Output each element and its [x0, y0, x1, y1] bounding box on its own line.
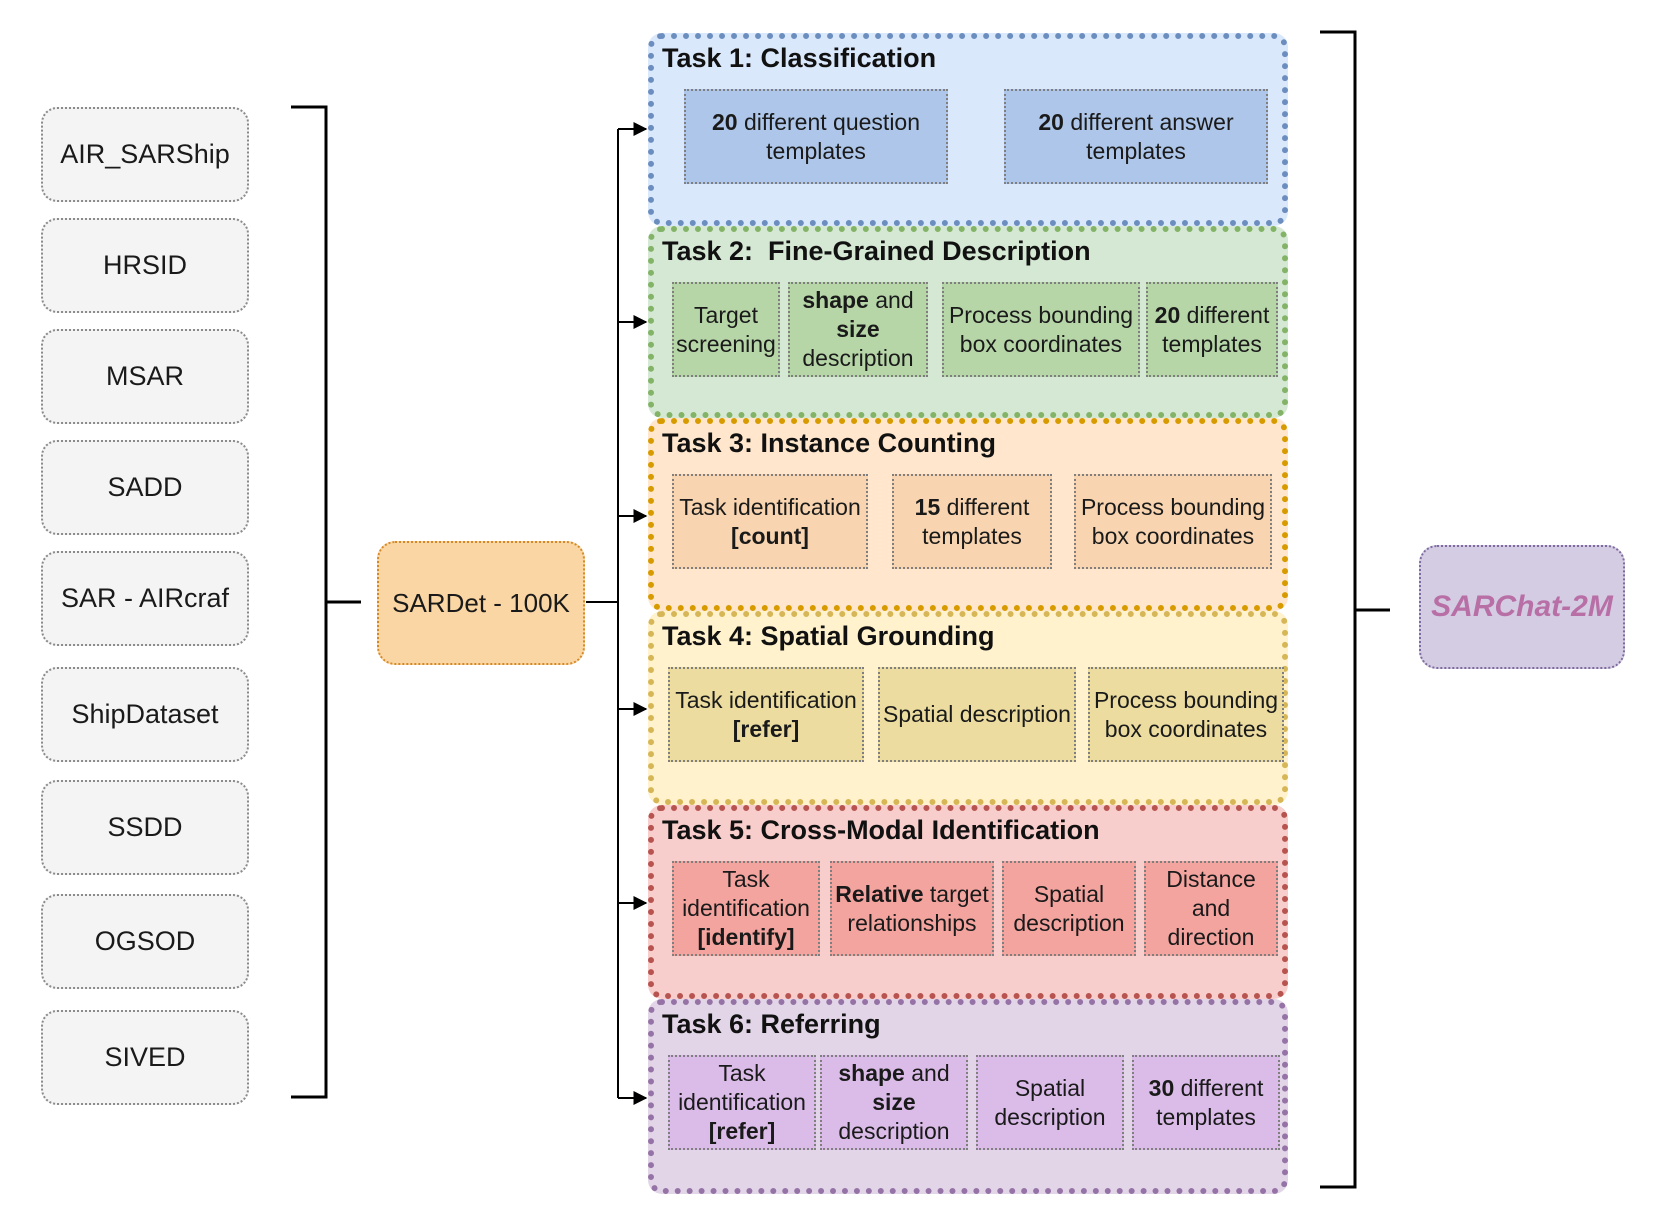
sardet-100k-node: SARDet - 100K	[377, 541, 585, 665]
tasks-bracket	[1320, 30, 1390, 1189]
task-6-item-1-text: Task identification	[678, 1060, 806, 1115]
task-1-item-1-text: different question templates	[737, 108, 921, 164]
source-sived: SIVED	[41, 1010, 249, 1105]
task-1-item-2-emph: 20	[1038, 108, 1064, 135]
task-5-item-2-emph: Relative	[835, 880, 924, 907]
task-6-item-2-text-a: and	[904, 1060, 950, 1086]
task-1-item-1-emph: 20	[711, 108, 738, 135]
task-3-item-2: 15 different templates	[892, 474, 1052, 569]
sarchat-2m-node: SARChat-2M	[1419, 545, 1625, 669]
task-6-item-2: shape and size description	[820, 1055, 968, 1150]
task-3-item-3-text: Process bounding box coordinates	[1080, 493, 1266, 549]
task-4-item-3: Process bounding box coordinates	[1088, 667, 1284, 762]
task-2-item-2-text-b: description	[802, 345, 914, 371]
task-5-item-2-text: target relationships	[847, 880, 989, 936]
task-5-item-4-text: Distance and direction	[1166, 866, 1256, 950]
task-2-item-3-text: Process bounding box coordinates	[948, 301, 1134, 357]
task-6-item-2-text-b: description	[838, 1118, 950, 1144]
task-5-item-3: Spatial description	[1002, 861, 1136, 956]
task-3-item-1-emph: [count]	[731, 522, 809, 549]
task-2-item-2-text-a: and	[868, 287, 914, 313]
task-2-item-2-emph-a: shape	[802, 287, 869, 313]
task-4-item-1: Task identification [refer]	[668, 667, 864, 762]
task-6-item-1: Task identification [refer]	[668, 1055, 816, 1150]
task-4-item-2-text: Spatial description	[883, 701, 1071, 727]
task-1-item-2: 20 different answer templates	[1004, 89, 1268, 184]
task-3-item-2-text: different templates	[922, 493, 1030, 549]
source-air-sarship: AIR_SARShip	[41, 107, 249, 202]
task-2-item-3: Process bounding box coordinates	[942, 282, 1140, 377]
task-connectors	[586, 122, 648, 1105]
task-2-item-4: 20 different templates	[1146, 282, 1278, 377]
task-6-item-2-emph-a: shape	[838, 1060, 905, 1086]
task-6-item-1-emph: [refer]	[708, 1118, 776, 1144]
task-3-item-1-text: Task identification	[679, 493, 861, 520]
task-3-panel: Task 3: Instance Counting Task identific…	[648, 418, 1288, 611]
task-6-item-3: Spatial description	[976, 1055, 1124, 1150]
task-2-item-2-emph-b: size	[836, 316, 880, 342]
task-2-title: Task 2: Fine-Grained Description	[662, 236, 1091, 266]
task-5-panel: Task 5: Cross-Modal Identification Task …	[648, 805, 1288, 999]
task-5-title: Task 5: Cross-Modal Identification	[662, 815, 1100, 845]
task-5-item-1-text: Task identification	[682, 866, 810, 921]
task-4-item-1-emph: [refer]	[732, 715, 800, 742]
task-4-panel: Task 4: Spatial Grounding Task identific…	[648, 611, 1288, 805]
source-ssdd: SSDD	[41, 780, 249, 875]
task-1-panel: Task 1: Classification 20 different ques…	[648, 33, 1288, 226]
task-6-item-4-emph: 30	[1148, 1074, 1175, 1101]
task-1-item-1: 20 different question templates	[684, 89, 948, 184]
task-2-item-4-emph: 20	[1154, 301, 1181, 328]
source-sar-aircraft: SAR - AIRcraf	[41, 551, 249, 646]
task-5-item-3-text: Spatial description	[1013, 880, 1125, 936]
task-1-title: Task 1: Classification	[662, 43, 937, 73]
source-sadd: SADD	[41, 440, 249, 535]
task-4-item-3-text: Process bounding box coordinates	[1093, 686, 1279, 742]
task-4-title: Task 4: Spatial Grounding	[662, 621, 995, 651]
task-5-item-4: Distance and direction	[1144, 861, 1278, 956]
task-6-item-3-text: Spatial description	[994, 1074, 1106, 1130]
source-ogsod: OGSOD	[41, 894, 249, 989]
source-shipdataset: ShipDataset	[41, 667, 249, 762]
source-hrsid: HRSID	[41, 218, 249, 313]
task-6-item-4-text: different templates	[1156, 1074, 1264, 1130]
task-2-panel: Task 2: Fine-Grained Description Target …	[648, 226, 1288, 418]
task-6-title: Task 6: Referring	[662, 1009, 881, 1039]
task-6-panel: Task 6: Referring Task identification [r…	[648, 999, 1288, 1194]
task-4-item-2: Spatial description	[878, 667, 1076, 762]
task-5-item-2: Relative target relationships	[830, 861, 994, 956]
task-4-item-1-text: Task identification	[675, 686, 857, 713]
task-2-item-4-text: different templates	[1162, 301, 1270, 357]
task-6-item-4: 30 different templates	[1132, 1055, 1280, 1150]
sources-bracket	[291, 105, 361, 1099]
source-msar: MSAR	[41, 329, 249, 424]
task-3-item-2-emph: 15	[914, 493, 941, 520]
task-5-item-1: Task identification [identify]	[672, 861, 820, 956]
task-2-item-2: shape and size description	[788, 282, 928, 377]
task-2-item-1-text: Target screening	[676, 301, 776, 357]
task-3-title: Task 3: Instance Counting	[662, 428, 997, 458]
task-3-item-1: Task identification [count]	[672, 474, 868, 569]
task-1-item-2-text: different answer templates	[1063, 108, 1234, 164]
task-6-item-2-emph-b: size	[872, 1089, 916, 1115]
task-2-item-1: Target screening	[672, 282, 780, 377]
task-5-item-1-emph: [identify]	[697, 924, 795, 950]
task-3-item-3: Process bounding box coordinates	[1074, 474, 1272, 569]
